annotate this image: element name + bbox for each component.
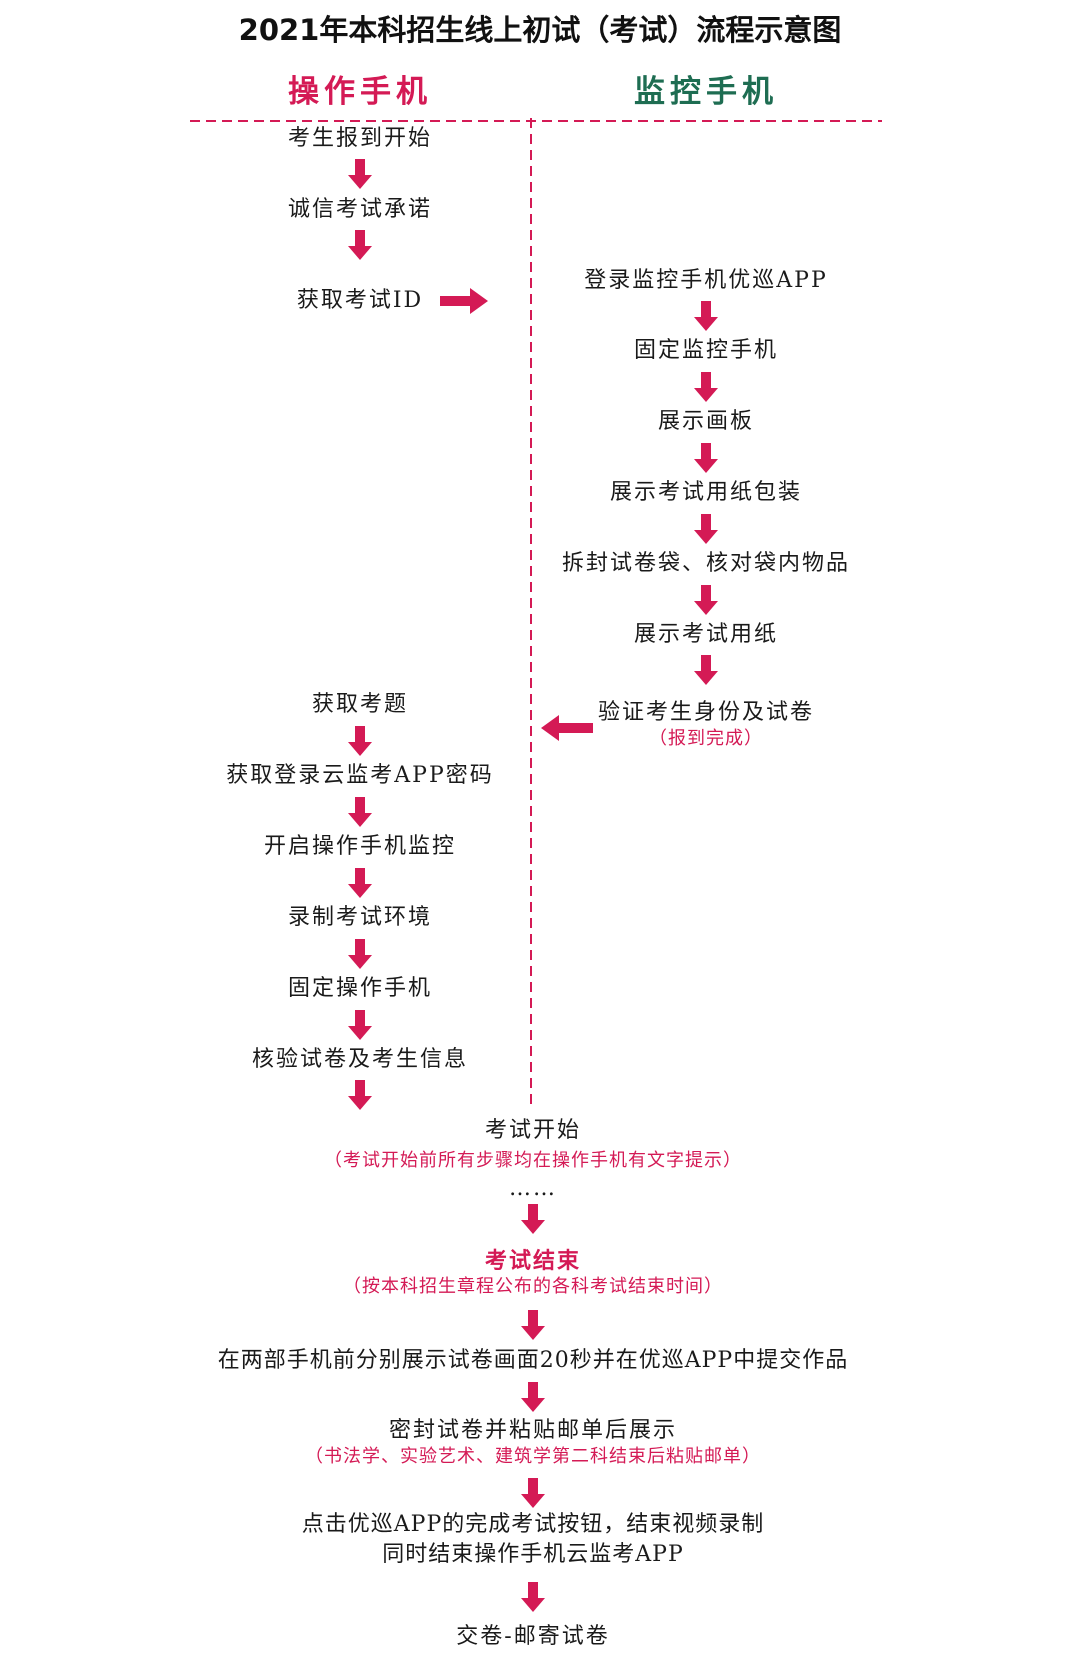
step-integrity-pledge: 诚信考试承诺 <box>287 197 433 222</box>
arrow-down-icon <box>521 1204 545 1234</box>
arrow-down-icon <box>348 797 372 827</box>
step-record-environment: 录制考试环境 <box>287 905 433 930</box>
note-exam-start: （考试开始前所有步骤均在操作手机有文字提示） <box>324 1150 742 1171</box>
arrow-down-icon <box>521 1382 545 1412</box>
step-show-paper-package: 展示考试用纸包装 <box>609 480 803 505</box>
arrow-down-icon <box>348 159 372 189</box>
arrow-down-icon <box>694 655 718 685</box>
step-check-in: 考生报到开始 <box>287 126 433 151</box>
step-get-exam-id: 获取考试ID <box>296 288 424 313</box>
note-check-in-complete: （报到完成） <box>649 728 763 749</box>
step-verify-paper-info: 核验试卷及考生信息 <box>251 1047 469 1072</box>
step-unseal-bag: 拆封试卷袋、核对袋内物品 <box>561 551 851 576</box>
column-header-monitor-phone: 监控手机 <box>634 74 778 110</box>
arrow-layer <box>348 159 718 1612</box>
step-start-operation-monitoring: 开启操作手机监控 <box>263 834 457 859</box>
step-show-drawing-board: 展示画板 <box>657 409 755 434</box>
arrow-down-icon <box>694 514 718 544</box>
step-seal-paper: 密封试卷并粘贴邮单后展示 <box>388 1418 678 1443</box>
step-exam-end: 考试结束 <box>484 1248 582 1274</box>
ellipsis: …… <box>509 1176 557 1201</box>
arrow-down-icon <box>694 585 718 615</box>
arrow-down-icon <box>521 1478 545 1508</box>
arrow-down-icon <box>348 230 372 260</box>
note-exam-end: （按本科招生章程公布的各科考试结束时间） <box>343 1276 723 1297</box>
step-exam-start: 考试开始 <box>484 1118 582 1143</box>
arrow-down-icon <box>694 301 718 331</box>
step-verify-identity: 验证考生身份及试卷 <box>597 700 815 725</box>
step-fix-monitor-phone: 固定监控手机 <box>633 338 779 363</box>
arrow-down-icon <box>348 868 372 898</box>
step-get-questions: 获取考题 <box>311 692 409 717</box>
arrow-down-icon <box>694 372 718 402</box>
step-finish-line2: 同时结束操作手机云监考APP <box>382 1542 684 1567</box>
arrow-left-icon <box>541 715 593 741</box>
note-seal-paper: （书法学、实验艺术、建筑学第二科结束后粘贴邮单） <box>305 1446 761 1467</box>
arrow-down-icon <box>694 443 718 473</box>
column-header-operation-phone: 操作手机 <box>288 74 432 110</box>
arrow-down-icon <box>348 1010 372 1040</box>
step-submit-work: 在两部手机前分别展示试卷画面20秒并在优巡APP中提交作品 <box>217 1348 849 1373</box>
step-finish-line1: 点击优巡APP的完成考试按钮，结束视频录制 <box>301 1512 765 1537</box>
page-title: 2021年本科招生线上初试（考试）流程示意图 <box>238 13 842 47</box>
step-login-monitor-app: 登录监控手机优巡APP <box>584 268 828 293</box>
arrow-down-icon <box>348 1080 372 1110</box>
step-show-exam-paper: 展示考试用纸 <box>633 622 779 647</box>
arrow-down-icon <box>348 939 372 969</box>
arrow-right-icon <box>440 288 488 314</box>
arrow-down-icon <box>521 1582 545 1612</box>
step-get-cloud-app-password: 获取登录云监考APP密码 <box>226 763 494 788</box>
step-final-mail: 交卷-邮寄试卷 <box>456 1624 610 1649</box>
arrow-down-icon <box>348 726 372 756</box>
step-fix-operation-phone: 固定操作手机 <box>287 976 433 1001</box>
arrow-down-icon <box>521 1310 545 1340</box>
